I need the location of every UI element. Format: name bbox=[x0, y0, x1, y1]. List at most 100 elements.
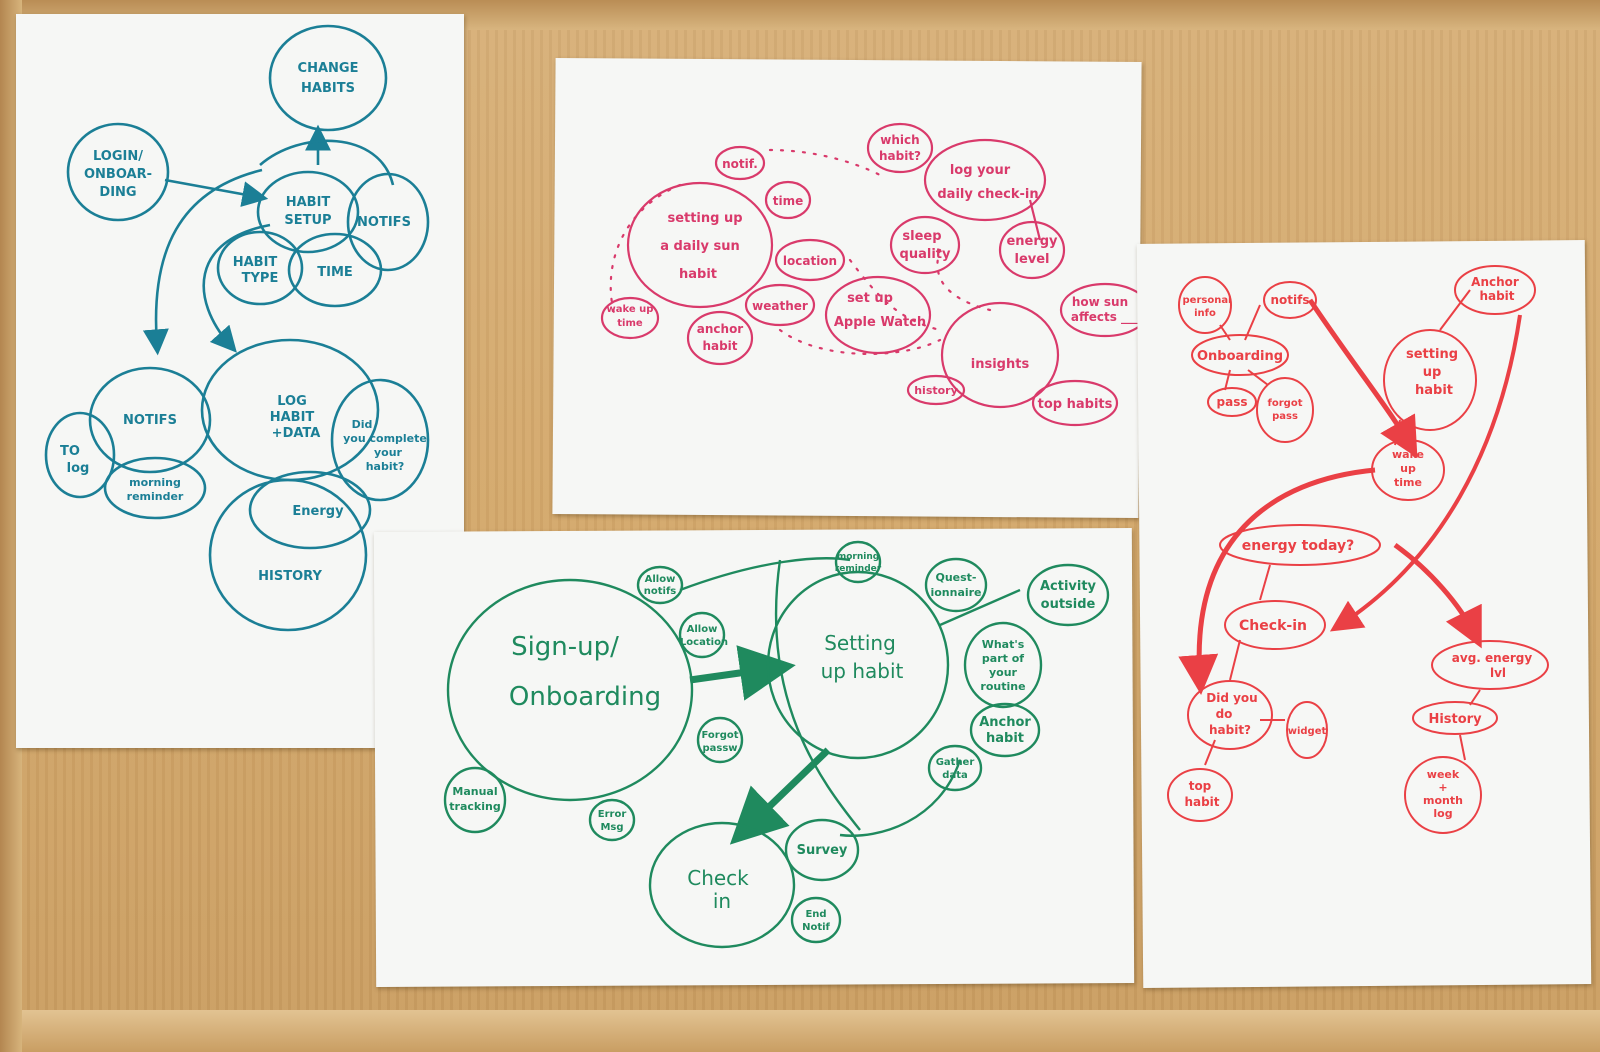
setting-up-habit-bubble-red bbox=[1383, 329, 1477, 431]
allow-location-bubble bbox=[678, 611, 726, 659]
green-link-3 bbox=[774, 559, 861, 831]
allow-location-line1: Allow bbox=[687, 624, 718, 635]
energy-line1: energy bbox=[1006, 234, 1058, 249]
notifs-bubble-red bbox=[1263, 281, 1317, 319]
pink-link-1 bbox=[1028, 199, 1042, 241]
personal-info-line1: personal bbox=[1183, 295, 1232, 306]
morning-line2: reminder bbox=[127, 490, 184, 503]
check-in-bubble-red bbox=[1224, 600, 1326, 650]
notifs-bubble bbox=[88, 366, 212, 474]
change-habits-line2: HABITS bbox=[301, 81, 355, 96]
whats-part-of-routine-bubble bbox=[963, 621, 1043, 709]
anchor-habit-line1: Anchor bbox=[979, 715, 1031, 730]
login-bubble bbox=[66, 122, 170, 222]
red-link-2 bbox=[1244, 304, 1261, 341]
habit-setup-line1: HABIT bbox=[286, 195, 331, 210]
anchor-habit-red-line2: habit bbox=[1479, 289, 1514, 303]
week-line2: + bbox=[1438, 781, 1447, 794]
morning-reminder-bubble-green bbox=[834, 540, 882, 584]
forgot-passw-line2: passw bbox=[702, 743, 737, 754]
personal-info-bubble bbox=[1178, 276, 1232, 334]
check-in-label-red: Check-in bbox=[1239, 618, 1307, 634]
log-checkin-line2: daily check-in bbox=[937, 187, 1038, 202]
week-line4: log bbox=[1433, 807, 1452, 820]
top-habits-label: top habits bbox=[1038, 397, 1113, 412]
check-in-bubble bbox=[648, 821, 796, 949]
manual-tracking-line2: tracking bbox=[449, 800, 500, 813]
check-in-line1: Check bbox=[687, 866, 749, 890]
end-notif-line2: Notif bbox=[802, 922, 830, 933]
activity-line1: Activity bbox=[1040, 579, 1097, 594]
anchor-line1: anchor bbox=[697, 322, 744, 336]
green-link-2 bbox=[939, 588, 1021, 627]
red-link-5 bbox=[1439, 289, 1471, 331]
habit-type-line1: HABIT bbox=[233, 255, 278, 270]
setup-to-notifs-arrow bbox=[142, 168, 263, 356]
setting-up-habit-line1: Setting bbox=[824, 631, 896, 655]
notifs-loop-curve bbox=[259, 139, 395, 186]
to-log-line1: TO bbox=[60, 444, 80, 459]
morning-reminder-line2: reminder bbox=[835, 564, 882, 574]
whats-part-line2: part of bbox=[982, 652, 1024, 665]
manual-tracking-line1: Manual bbox=[452, 785, 497, 798]
wake-red-line2: up bbox=[1400, 462, 1416, 475]
history-label-pink: history bbox=[914, 384, 958, 397]
red-link-4 bbox=[1247, 369, 1269, 386]
manual-tracking-bubble bbox=[443, 766, 507, 834]
time-bubble-pink bbox=[764, 180, 812, 220]
top-habit-line1: top bbox=[1189, 779, 1212, 793]
personal-info-line2: info bbox=[1194, 308, 1216, 319]
allow-location-line2: Location bbox=[680, 637, 728, 648]
widget-label: widget bbox=[1288, 726, 1327, 737]
sleep-quality-bubble bbox=[889, 215, 961, 275]
signup-onboarding-bubble bbox=[446, 578, 694, 802]
wake-red-line3: time bbox=[1394, 476, 1422, 489]
end-notif-line1: End bbox=[805, 909, 826, 920]
apple-watch-bubble bbox=[824, 275, 932, 355]
history-label: HISTORY bbox=[258, 569, 322, 584]
weather-label: weather bbox=[752, 299, 808, 313]
questionnaire-line1: Quest- bbox=[935, 571, 976, 584]
forgot-pass-red-line2: pass bbox=[1272, 411, 1298, 422]
change-habits-bubble bbox=[268, 24, 388, 132]
location-bubble bbox=[774, 238, 846, 282]
red-link-3 bbox=[1224, 369, 1231, 391]
questionnaire-bubble bbox=[924, 557, 988, 613]
habit-setup-bubble bbox=[256, 170, 360, 254]
error-msg-line1: Error bbox=[598, 809, 627, 820]
time-label-pink: time bbox=[773, 194, 804, 208]
did-you-line2: you complete bbox=[343, 432, 427, 445]
green-link-1 bbox=[679, 557, 851, 592]
whats-part-line1: What's bbox=[982, 638, 1025, 651]
setting-up-line2: a daily sun bbox=[660, 239, 740, 254]
avg-energy-bubble bbox=[1431, 640, 1549, 690]
did-you-line3: your bbox=[374, 446, 403, 459]
red-link-9 bbox=[1204, 739, 1216, 766]
gather-data-line2: data bbox=[942, 770, 967, 781]
end-notif-bubble bbox=[790, 896, 842, 944]
weather-bubble bbox=[744, 283, 816, 327]
error-msg-bubble bbox=[588, 798, 636, 842]
setting-up-line1: setting up bbox=[667, 211, 742, 226]
week-line1: week bbox=[1427, 768, 1460, 781]
energy-label: Energy bbox=[292, 504, 344, 519]
morning-reminder-bubble bbox=[103, 456, 207, 520]
activity-outside-bubble bbox=[1026, 563, 1110, 627]
insights-label: insights bbox=[971, 357, 1030, 372]
log-habit-line3: +DATA bbox=[272, 426, 321, 441]
login-line2: ONBOAR- bbox=[84, 167, 152, 182]
setting-up-habit-bubble bbox=[766, 570, 950, 760]
habit-setup-line2: SETUP bbox=[284, 213, 331, 228]
energy-today-bubble bbox=[1219, 524, 1381, 566]
week-month-log-bubble bbox=[1404, 756, 1482, 834]
onboarding-to-setup-arrow bbox=[689, 645, 796, 701]
did-you-red-line3: habit? bbox=[1209, 723, 1251, 737]
history-bubble-red bbox=[1412, 701, 1498, 735]
notifs-top-bubble bbox=[346, 172, 430, 272]
signup-line2: Onboarding bbox=[509, 682, 661, 712]
did-you-do-habit-bubble bbox=[1187, 680, 1273, 750]
did-you-line4: habit? bbox=[366, 460, 405, 473]
notifs-label: NOTIFS bbox=[123, 413, 177, 428]
